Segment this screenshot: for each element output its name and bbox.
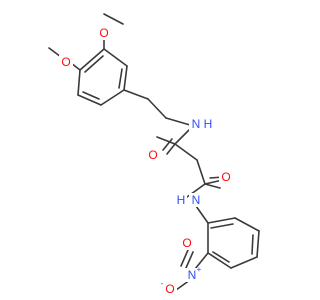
atom-oxygen-carbonyl-upper: O <box>146 148 160 162</box>
molecule-structure: O O N H O O N H N + <box>48 13 260 296</box>
svg-text:H: H <box>177 193 186 207</box>
atom-oxygen-nitro-left: O - <box>161 279 177 296</box>
atom-labels: O O N H O O N H N + <box>59 26 233 296</box>
svg-text:O: O <box>221 170 230 184</box>
svg-text:O: O <box>182 236 191 250</box>
svg-text:N: N <box>188 268 197 282</box>
atom-oxygen-methoxy-left: O <box>59 55 73 69</box>
svg-text:N: N <box>192 117 201 131</box>
atom-oxygen-nitro-right: O <box>180 236 194 250</box>
nitro-positive-charge: + <box>197 265 202 274</box>
svg-text:O: O <box>148 148 157 162</box>
atom-nitrogen-amide-lower: N H <box>175 193 203 207</box>
svg-text:O: O <box>99 26 108 40</box>
atom-oxygen-methoxy-top: O <box>97 26 111 40</box>
svg-text:H: H <box>204 117 213 131</box>
atom-nitrogen-amide-upper: N H <box>189 117 213 131</box>
atom-oxygen-carbonyl-lower: O <box>219 170 233 184</box>
svg-text:N: N <box>192 193 201 207</box>
svg-text:O: O <box>61 55 70 69</box>
svg-text:O: O <box>165 282 174 296</box>
atom-nitrogen-nitro: N + <box>185 265 202 282</box>
nitro-negative-charge: - <box>161 279 164 288</box>
